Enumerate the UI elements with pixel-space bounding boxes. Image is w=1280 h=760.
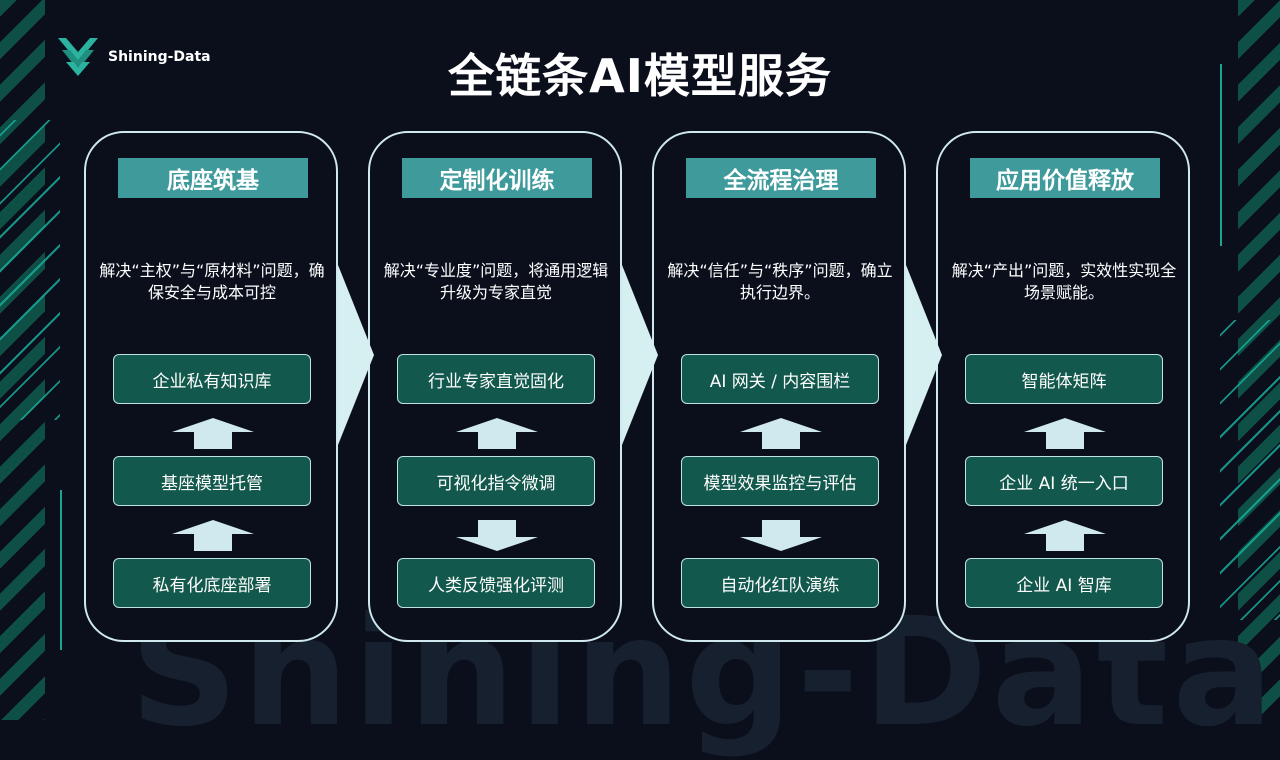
arrow-up-icon [740, 418, 822, 449]
brand-logo-icon [58, 38, 98, 76]
column-customized-training: 定制化训练 解决“专业度”问题，将通用逻辑升级为专家直觉 行业专家直觉固化 可视… [368, 131, 622, 642]
item-box: 企业 AI 智库 [965, 558, 1163, 608]
page-title: 全链条AI模型服务 [448, 49, 832, 103]
item-box: AI 网关 / 内容围栏 [681, 354, 879, 404]
arrow-down-icon [456, 520, 538, 551]
chevron-right-icon [338, 265, 374, 445]
arrow-up-icon [456, 418, 538, 449]
left-outline-stripes [0, 120, 60, 420]
column-foundation: 底座筑基 解决“主权”与“原材料”问题，确保安全与成本可控 企业私有知识库 基座… [84, 131, 338, 642]
column-title: 应用价值释放 [970, 158, 1160, 198]
logo-text: Shining-Data [108, 49, 211, 65]
item-box: 人类反馈强化评测 [397, 558, 595, 608]
item-box: 企业私有知识库 [113, 354, 311, 404]
arrow-up-icon [172, 520, 254, 551]
item-box: 行业专家直觉固化 [397, 354, 595, 404]
item-box: 企业 AI 统一入口 [965, 456, 1163, 506]
item-box: 模型效果监控与评估 [681, 456, 879, 506]
chevron-right-icon [906, 265, 942, 445]
column-value-release: 应用价值释放 解决“产出”问题，实效性实现全场景赋能。 智能体矩阵 企业 AI … [936, 131, 1190, 642]
column-title: 全流程治理 [686, 158, 876, 198]
column-description: 解决“信任”与“秩序”问题，确立执行边界。 [667, 261, 893, 302]
column-description: 解决“产出”问题，实效性实现全场景赋能。 [951, 261, 1177, 302]
item-box: 基座模型托管 [113, 456, 311, 506]
arrow-down-icon [740, 520, 822, 551]
column-title: 定制化训练 [402, 158, 592, 198]
column-title: 底座筑基 [118, 158, 308, 198]
right-accent-line [1220, 64, 1222, 246]
right-outline-stripes [1220, 320, 1280, 620]
column-governance: 全流程治理 解决“信任”与“秩序”问题，确立执行边界。 AI 网关 / 内容围栏… [652, 131, 906, 642]
arrow-up-icon [1024, 418, 1106, 449]
arrow-up-icon [172, 418, 254, 449]
chevron-right-icon [622, 265, 658, 445]
item-box: 智能体矩阵 [965, 354, 1163, 404]
item-box: 可视化指令微调 [397, 456, 595, 506]
left-accent-line [60, 490, 62, 650]
item-box: 私有化底座部署 [113, 558, 311, 608]
column-description: 解决“专业度”问题，将通用逻辑升级为专家直觉 [383, 261, 609, 302]
item-box: 自动化红队演练 [681, 558, 879, 608]
column-description: 解决“主权”与“原材料”问题，确保安全与成本可控 [99, 261, 325, 302]
logo: Shining-Data [56, 36, 211, 78]
arrow-up-icon [1024, 520, 1106, 551]
